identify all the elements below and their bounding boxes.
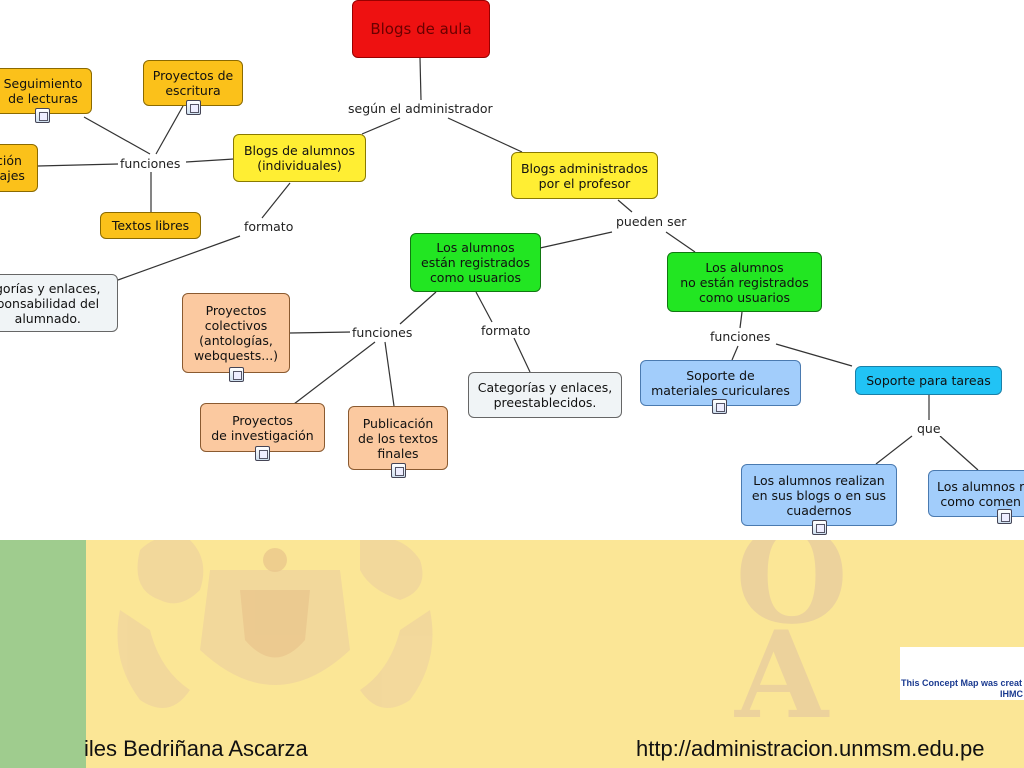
footer-url[interactable]: http://administracion.unmsm.edu.pe (636, 736, 985, 761)
connector (513, 337, 531, 373)
university-seal-watermark (117, 540, 433, 708)
link-label-formato: formato (242, 219, 296, 234)
connector (739, 311, 743, 329)
connector (447, 117, 523, 153)
connector (384, 341, 395, 407)
cmap-credit-line1: This Concept Map was creat (901, 678, 1023, 688)
node-proyectos-colectivos[interactable]: Proyectos colectivos (antologías, webque… (182, 293, 290, 373)
document-icon[interactable] (812, 520, 827, 535)
connector (185, 158, 235, 163)
link-label-funciones: funciones (118, 156, 183, 171)
connector (83, 116, 151, 155)
connector (361, 117, 401, 135)
cmap-credit-badge[interactable]: This Concept Map was creat IHMC (900, 647, 1024, 700)
connector (875, 435, 913, 465)
document-icon[interactable] (391, 463, 406, 478)
watermark-letter: O (735, 540, 849, 653)
slide-footer: O A This Concept Map was creat IHMC iles… (0, 540, 1024, 768)
document-icon[interactable] (229, 367, 244, 382)
node-blogs-administrados-profesor[interactable]: Blogs administrados por el profesor (511, 152, 658, 199)
author-name: iles Bedriñana Ascarza (84, 736, 308, 761)
connector (261, 182, 291, 219)
connector (731, 345, 739, 361)
connector (117, 235, 241, 281)
cmap-credit-line2: IHMC (1000, 689, 1023, 699)
node-blogs-de-aula[interactable]: Blogs de aula (352, 0, 490, 58)
node-categorias-preestablecidos[interactable]: Categorías y enlaces, preestablecidos. (468, 372, 622, 418)
document-icon[interactable] (255, 446, 270, 461)
node-publicacion-textos[interactable]: Publicación de los textos finales (348, 406, 448, 470)
document-icon[interactable] (712, 399, 727, 414)
connector (289, 331, 353, 334)
link-label-funciones: funciones (708, 329, 773, 344)
connector (293, 341, 376, 405)
document-icon[interactable] (997, 509, 1012, 524)
footer-green-bar (0, 540, 86, 768)
document-icon[interactable] (35, 108, 50, 123)
node-textos-libres[interactable]: Textos libres (100, 212, 201, 239)
link-label-pueden-ser: pueden ser (614, 214, 689, 229)
link-label-segun-administrador: según el administrador (346, 101, 495, 116)
node-soporte-materiales[interactable]: Soporte de materiales curiculares (640, 360, 801, 406)
connector (775, 343, 853, 367)
connector (665, 231, 696, 253)
node-evaluacion-aprendizajes[interactable]: ción zajes (0, 144, 38, 192)
node-alumnos-no-registrados[interactable]: Los alumnos no están registrados como us… (667, 252, 822, 312)
link-label-que: que (915, 421, 943, 436)
document-icon[interactable] (186, 100, 201, 115)
node-categorias-alumnado[interactable]: gorías y enlaces, ponsabilidad del alumn… (0, 274, 118, 332)
connector (617, 199, 633, 213)
connector (939, 435, 979, 471)
connector (475, 291, 493, 323)
node-soporte-tareas[interactable]: Soporte para tareas (855, 366, 1002, 395)
connector (539, 231, 613, 249)
connector (399, 291, 437, 325)
connector (419, 57, 422, 101)
concept-map-connectors (37, 57, 979, 471)
node-blogs-de-alumnos[interactable]: Blogs de alumnos (individuales) (233, 134, 366, 182)
link-label-funciones: funciones (350, 325, 415, 340)
node-proyectos-investigacion[interactable]: Proyectos de investigación (200, 403, 325, 452)
node-alumnos-comentarios[interactable]: Los alumnos r como comen (928, 470, 1024, 517)
watermark-letter: A (735, 605, 829, 746)
concept-map: Blogs de aula Seguimiento de lecturas Pr… (0, 0, 1024, 535)
connector (37, 163, 119, 167)
connector (155, 105, 184, 155)
link-label-formato: formato (479, 323, 533, 338)
node-alumnos-registrados[interactable]: Los alumnos están registrados como usuar… (410, 233, 541, 292)
node-alumnos-realizan-blogs[interactable]: Los alumnos realizan en sus blogs o en s… (741, 464, 897, 526)
